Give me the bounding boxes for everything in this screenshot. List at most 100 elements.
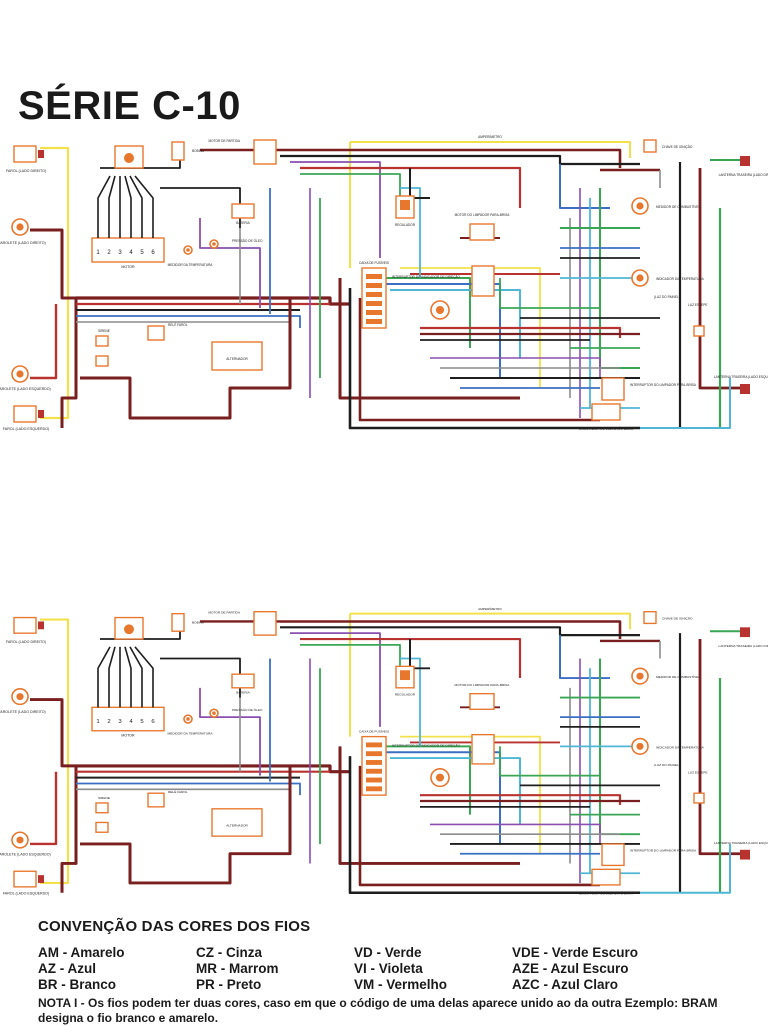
wire [280,154,640,166]
wire [129,646,143,708]
wire [30,771,58,846]
headlight-connector [13,145,37,163]
wire [499,746,600,777]
fuse [366,319,382,324]
note-text: NOTA I - Os fios podem ter duas cores, c… [38,996,718,1025]
tail-lamp-connector [740,156,750,166]
component-label: FAROL (LADO DIREITO) [6,640,46,644]
component-label: PRESSÃO DE ÓLEO [232,707,263,712]
fuse [366,777,382,783]
alternator [211,808,263,837]
engine-terminal-block [91,706,165,732]
component-label: RELÉ FAROL [168,789,188,794]
component-label: LUZ ESTEPE [688,771,708,775]
page-title: SÉRIE C-10 [18,84,241,128]
legend-item: PR - Preto [196,977,262,992]
wire [199,687,261,776]
wire [199,218,261,308]
headlight-connector [13,405,37,423]
regulator-core [400,670,410,681]
wire [124,646,132,708]
side-lamp-icon-core [16,370,24,378]
terminal-number: 6 [151,250,155,256]
legend-item: VM - Vermelho [354,977,448,992]
component-label: INTERRUPTOR DO LIMPADOR PARA-BRISA [630,849,697,853]
terminal-number: 4 [129,250,133,256]
fuse [366,292,382,297]
starter-motor [253,139,277,165]
component-label: MOTOR [121,734,135,738]
component-label: MOTOR DO LIMPADOR PARA-BRISA [455,683,511,687]
component-label: SIRENE [98,329,110,333]
headlight-connector [13,616,37,634]
legend-item: VDE - Verde Escuro [512,945,639,960]
component-label: MEDIDOR DE COMBUSTÍVEL [656,675,700,679]
component-label: LANTERNA TRASEIRA (LADO ESQUERDO) [714,375,768,379]
connector-pin [38,150,44,158]
wire [280,626,640,637]
wire [108,646,116,708]
terminal-number: 2 [107,719,110,725]
wire [108,175,116,238]
component-label: FAROL (LADO ESQUERDO) [3,427,49,431]
wire [80,298,292,420]
wire [380,283,501,378]
temperature-sensor-core [186,248,190,252]
flasher-icon-core [435,305,445,315]
terminal-number: 4 [129,719,133,725]
legend-item: CZ - Cinza [196,945,262,960]
color-legend: CONVENÇÃO DAS CORES DOS FIOS AM - Amarel… [38,918,758,992]
component-label: MEDIDOR DA TEMPERATURA [168,732,214,736]
tail-lamp-connector [740,849,750,860]
oil-pressure-sensor-core [212,711,216,715]
component-label: REGULADOR [395,693,416,697]
wire [97,175,111,238]
dimmer-switch [591,868,621,886]
wire [134,175,154,238]
battery [231,673,255,689]
terminal-number: 5 [140,719,144,725]
wire [430,823,601,844]
fuse [366,274,382,279]
legend-item: AZE - Azul Escuro [512,961,629,976]
terminal-number: 1 [96,719,99,725]
wire [400,735,541,854]
alternator [211,341,263,371]
fuse [366,742,382,748]
oil-pressure-sensor-core [212,242,216,246]
connector-pin [38,410,44,418]
dimmer-switch [591,403,621,421]
component-label: FAROL (LADO DIREITO) [6,169,46,173]
component-label: BOBINA [192,149,205,153]
fuse [366,301,382,306]
component-label: INDICADOR DA TEMPERATURA [656,277,705,281]
component-label: COMUTADOR DE LUZ ALTA E BAIXA [579,427,634,431]
wire [40,618,70,885]
regulator-core [400,200,410,210]
wire [370,745,471,815]
wire [280,620,622,640]
component-label: MEDIDOR DE COMBUSTÍVEL [656,205,700,209]
headlight-relay [147,325,165,341]
wire [370,277,471,348]
wire [358,298,600,422]
wire [499,278,600,309]
tail-lamp-connector [740,384,750,394]
wire [698,639,740,856]
terminal-number: 3 [118,719,122,725]
component-label: COMUTADOR DE LUZ ALTA E BAIXA [579,892,634,896]
side-lamp-icon-core [16,693,24,701]
wire [400,657,421,747]
fuse [366,760,382,765]
component-label: LANTERNA TRASEIRA (LADO ESQUERDO) [714,841,768,845]
side-lamp-icon-core [16,836,24,844]
wiring-diagram-bottom: FAROL (LADO DIREITO)FAROLETE (LADO DIREI… [0,607,768,896]
tail-lamp-connector [740,627,750,638]
terminal-number: 1 [96,250,100,256]
wire [350,141,631,158]
fuel-gauge-icon-core [636,202,644,210]
component-label: AMPERÍMETRO [478,135,502,139]
temperature-sensor-core [186,717,190,721]
temperature-gauge-icon-core [636,742,644,750]
ignition-switch [643,611,657,625]
